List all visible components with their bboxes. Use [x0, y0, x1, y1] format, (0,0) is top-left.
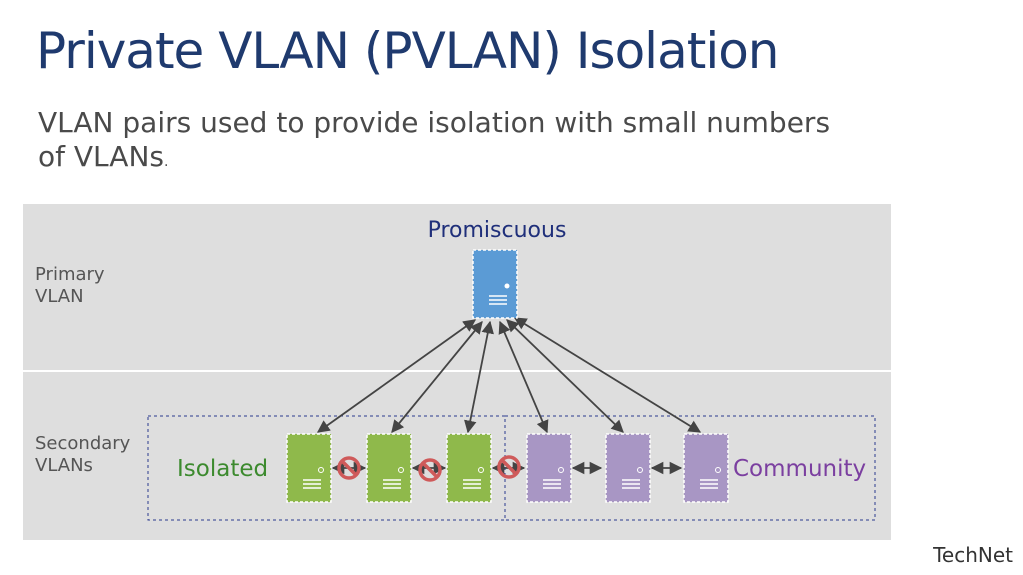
secondary-vlan-label-line2: VLANs [35, 455, 93, 476]
uplink-arrow-3 [464, 320, 494, 434]
community-server-2 [605, 433, 651, 503]
subtitle-period: . [163, 154, 169, 170]
isolated-server-1 [286, 433, 332, 503]
primary-vlan-label-line1: Primary [35, 264, 105, 285]
secondary-vlan-label-line1: Secondary [35, 433, 131, 454]
blocked-links [331, 455, 526, 482]
footer-brand: TechNet [933, 543, 1013, 567]
blocked-link-3 [491, 455, 526, 479]
slide-subtitle: VLAN pairs used to provide isolation wit… [38, 106, 858, 179]
server-icon [637, 467, 643, 473]
community-server-3 [683, 433, 729, 503]
promiscuous-label: Promiscuous [428, 218, 567, 243]
no-entry-icon [337, 456, 361, 480]
subtitle-text: VLAN pairs used to provide isolation wit… [38, 106, 831, 173]
no-entry-icon [497, 455, 521, 479]
blocked-link-2 [411, 458, 447, 482]
primary-vlan-label: Primary VLAN [35, 264, 105, 308]
promiscuous-server [472, 249, 518, 319]
server-icon [558, 467, 564, 473]
isolated-server-3 [446, 433, 492, 503]
server-icon [398, 467, 404, 473]
community-server-1 [526, 433, 572, 503]
server-icon [318, 467, 324, 473]
primary-vlan-label-line2: VLAN [35, 286, 84, 307]
isolated-label: Isolated [177, 456, 268, 482]
slide-title: Private VLAN (PVLAN) Isolation [36, 22, 779, 80]
isolated-server-2 [366, 433, 412, 503]
uplink-arrow-6 [513, 317, 702, 433]
server-icon [478, 467, 484, 473]
server-icon [715, 467, 721, 473]
server-icon [504, 283, 510, 289]
community-label: Community [733, 456, 866, 482]
no-entry-icon [418, 458, 442, 482]
uplink-arrow-1 [316, 319, 477, 433]
uplink-arrow-5 [506, 319, 624, 433]
uplink-arrows [316, 317, 702, 434]
secondary-vlan-label: Secondary VLANs [35, 433, 130, 477]
blocked-link-1 [331, 456, 367, 480]
